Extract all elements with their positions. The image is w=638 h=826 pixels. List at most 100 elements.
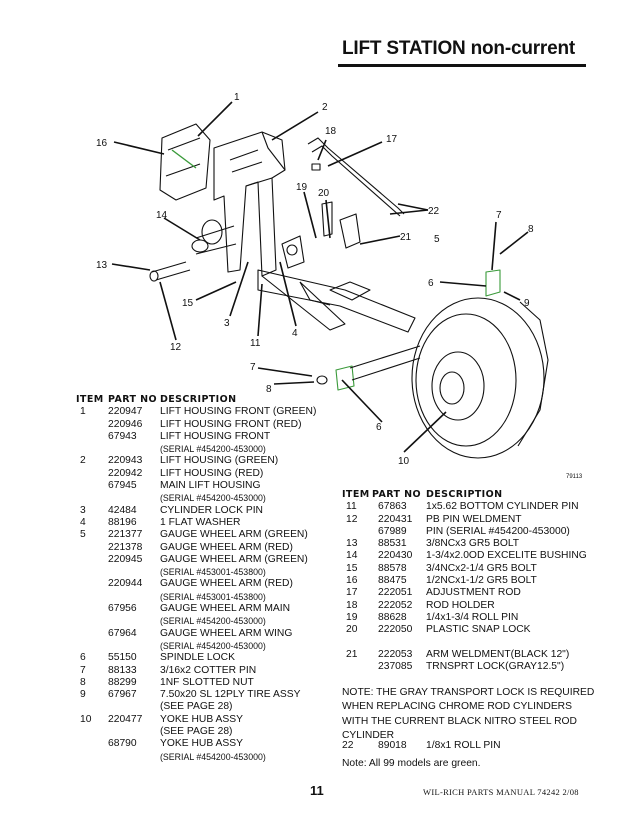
table-header: ITEM PART NO DESCRIPTION bbox=[76, 394, 336, 406]
row-desc: LIFT HOUSING FRONT bbox=[160, 430, 271, 442]
row-item: 19 bbox=[346, 611, 358, 623]
callout-21: 21 bbox=[400, 232, 412, 243]
page-title: LIFT STATION non-current bbox=[342, 38, 576, 59]
callout-19: 19 bbox=[296, 182, 308, 193]
row-part: 67943 bbox=[108, 430, 137, 442]
row-desc: 1-3/4x2.0OD EXCELITE BUSHING bbox=[426, 550, 587, 562]
row-item: 2 bbox=[80, 455, 86, 467]
row-desc: GAUGE WHEEL ARM (GREEN) bbox=[160, 529, 308, 541]
row-part: 222053 bbox=[378, 648, 413, 660]
header-part-no: PART NO bbox=[372, 489, 421, 500]
row-part: 42484 bbox=[108, 504, 137, 516]
row-part: 88475 bbox=[378, 575, 407, 587]
row-item: 8 bbox=[80, 676, 86, 688]
spindle-lock bbox=[485, 269, 501, 297]
row-desc: GAUGE WHEEL ARM (GREEN) bbox=[160, 553, 308, 565]
table-row: (SERIAL #453001-453800) bbox=[76, 566, 336, 578]
callout-1: 1 bbox=[234, 92, 240, 103]
row-desc: 3/4NCx2-1/4 GR5 BOLT bbox=[426, 562, 537, 574]
row-desc: 1/2NCx1-1/2 GR5 BOLT bbox=[426, 575, 537, 587]
row-part: 67956 bbox=[108, 603, 137, 615]
all-green-note: Note: All 99 models are green. bbox=[342, 758, 481, 769]
row-desc: LIFT HOUSING (GREEN) bbox=[160, 455, 279, 467]
row-part: 220477 bbox=[108, 713, 143, 725]
row-part: 88133 bbox=[108, 664, 137, 676]
row-part: 88531 bbox=[378, 538, 407, 550]
table-row: (SERIAL #453001-453800) bbox=[76, 591, 336, 603]
row-item: 21 bbox=[346, 648, 358, 660]
callout-17: 17 bbox=[386, 134, 398, 145]
callout-6b: 6 bbox=[376, 422, 382, 433]
row-desc: PB PIN WELDMENT bbox=[426, 513, 522, 525]
row-item: 3 bbox=[80, 504, 86, 516]
tire bbox=[411, 297, 545, 459]
table-row bbox=[342, 637, 612, 649]
row-item: 14 bbox=[346, 550, 358, 562]
row-part: 222052 bbox=[378, 599, 413, 611]
header-description: DESCRIPTION bbox=[160, 394, 237, 405]
exploded-parts-diagram: 1 2 18 17 16 19 20 22 7 8 14 21 5 13 6 9… bbox=[96, 92, 583, 480]
row-desc: PLASTIC SNAP LOCK bbox=[426, 624, 531, 636]
row-part: 237085 bbox=[378, 661, 413, 673]
lift-housing-front bbox=[159, 123, 211, 201]
row-part: 220942 bbox=[108, 467, 143, 479]
row-desc: TRNSPRT LOCK(GRAY12.5") bbox=[426, 661, 565, 673]
row-desc: (SERIAL #454200-453000) bbox=[160, 493, 266, 504]
row-part: 55150 bbox=[108, 652, 137, 664]
header-item: ITEM bbox=[342, 489, 370, 500]
figure-id: 79113 bbox=[566, 474, 583, 480]
table-row: (SEE PAGE 28) bbox=[76, 701, 336, 713]
row-item: 10 bbox=[80, 713, 92, 725]
callout-13: 13 bbox=[96, 260, 108, 271]
row-desc: 1/4x1-3/4 ROLL PIN bbox=[426, 611, 519, 623]
callout-15: 15 bbox=[182, 298, 194, 309]
yoke-hub bbox=[431, 351, 485, 421]
row-part: 220945 bbox=[108, 553, 143, 565]
row-part: 67863 bbox=[378, 501, 407, 513]
row-item: 18 bbox=[346, 599, 358, 611]
header-item: ITEM bbox=[76, 394, 104, 405]
row-desc: GAUGE WHEEL ARM MAIN bbox=[160, 603, 291, 615]
row-desc: (SEE PAGE 28) bbox=[160, 726, 233, 738]
row-part: 220944 bbox=[108, 578, 143, 590]
table-row: 220945 GAUGE WHEEL ARM (GREEN) bbox=[76, 554, 336, 566]
header-part-no: PART NO bbox=[108, 394, 157, 405]
row-part: 222051 bbox=[378, 587, 413, 599]
row-desc: ADJUSTMENT ROD bbox=[426, 587, 521, 599]
callout-2: 2 bbox=[322, 102, 328, 113]
adjustment-rod bbox=[307, 137, 405, 215]
callout-16: 16 bbox=[96, 138, 108, 149]
row-part: 220947 bbox=[108, 406, 143, 418]
row-desc: LIFT HOUSING FRONT (RED) bbox=[160, 418, 302, 430]
row-item: 5 bbox=[80, 529, 86, 541]
row-part: 67964 bbox=[108, 627, 137, 639]
callout-7: 7 bbox=[496, 210, 502, 221]
row-desc: 3/8NCx3 GR5 BOLT bbox=[426, 538, 520, 550]
table-row: 67956 GAUGE WHEEL ARM MAIN bbox=[76, 603, 336, 615]
callout-4: 4 bbox=[292, 328, 298, 339]
table-row: (SEE PAGE 28) bbox=[76, 726, 336, 738]
row-desc: LIFT HOUSING FRONT (GREEN) bbox=[160, 406, 317, 418]
row-item: 4 bbox=[80, 516, 86, 528]
row-desc: YOKE HUB ASSY bbox=[160, 738, 243, 750]
row-part: 67945 bbox=[108, 480, 137, 492]
transport-lock-note: NOTE: THE GRAY TRANSPORT LOCK IS REQUIRE… bbox=[342, 687, 595, 742]
row-item: 22 bbox=[342, 740, 354, 751]
row-item: 13 bbox=[346, 538, 358, 550]
table-row: 13 88531 3/8NCx3 GR5 BOLT bbox=[342, 538, 612, 550]
table-row: (SERIAL #454200-453000) bbox=[76, 751, 336, 763]
row-desc: (SERIAL #453001-453800) bbox=[160, 591, 266, 602]
